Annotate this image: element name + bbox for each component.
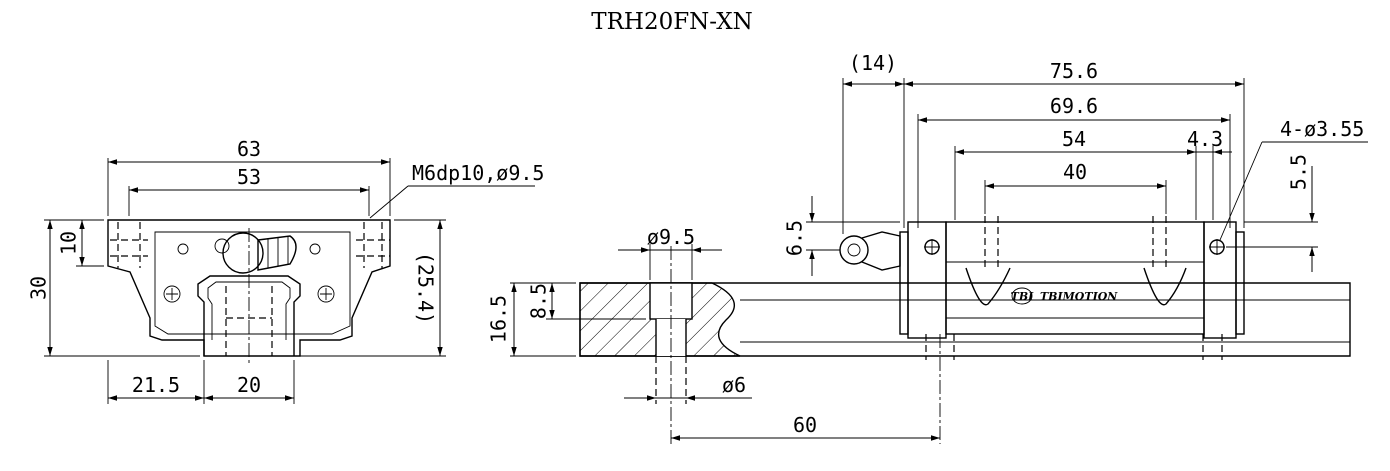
side-view: TBI TBIMOTION (14) 75.6 6	[487, 51, 1368, 444]
dim-hole-spacing-long: 54	[1062, 127, 1086, 151]
dim-nipple-height: 6.5	[783, 220, 807, 256]
brand-logo-icon	[1011, 287, 1033, 305]
dim-width-holes: 53	[237, 165, 261, 189]
dim-hole-spacing-short: 40	[1063, 160, 1087, 184]
drawing-title: TRH20FN-XN	[591, 9, 753, 35]
block-inner-body	[154, 231, 351, 335]
dim-end-holes: 4-ø3.55	[1280, 117, 1364, 141]
brand-mark: TBI	[1011, 290, 1034, 303]
dim-width-total: 63	[237, 137, 261, 161]
dim-height-total: 30	[27, 276, 51, 300]
dim-edge-offset: 21.5	[132, 373, 180, 397]
dim-counterbore-depth: 8.5	[527, 283, 551, 319]
screw-icon	[309, 243, 321, 255]
dim-body-length: 69.6	[1050, 94, 1098, 118]
screw-icon	[163, 285, 181, 303]
grease-nipple-cap-icon	[214, 238, 230, 254]
grease-nipple-base-icon	[222, 232, 264, 274]
dim-nipple-length: (14)	[849, 51, 897, 75]
dim-counterbore-dia: ø9.5	[647, 225, 695, 249]
grease-nipple-side-icon	[839, 235, 869, 265]
recirc-arc-right	[1143, 267, 1187, 306]
end-cap-left	[907, 221, 947, 339]
grease-nipple-body	[257, 235, 297, 271]
dim-rail-top: (25.4)	[414, 252, 438, 324]
dim-rail-height: 16.5	[487, 295, 511, 343]
dim-hole-dia: ø6	[722, 373, 746, 397]
dim-block-length: 75.6	[1050, 59, 1098, 83]
recirc-arc-left	[965, 267, 1011, 306]
front-view: 63 53 M6dp10,ø9.5 30 10 (25.4) 2	[27, 137, 544, 404]
brand-name: TBIMOTION	[1040, 290, 1118, 303]
dim-hole-pitch: 60	[793, 413, 817, 437]
end-seal-right	[1235, 231, 1245, 335]
dim-end-hole-height: 5.5	[1287, 154, 1311, 190]
dim-end-offset: 4.3	[1187, 127, 1223, 151]
side-dimensions: (14) 75.6 69.6 54 4.3 40 4-ø3.55	[487, 51, 1368, 441]
screw-icon	[317, 285, 335, 303]
screw-icon	[177, 243, 189, 255]
thread-callout: M6dp10,ø9.5	[412, 161, 544, 185]
dim-rail-width: 20	[237, 373, 261, 397]
front-dimensions: 63 53 M6dp10,ø9.5 30 10 (25.4) 2	[27, 137, 544, 404]
dim-flange-thickness: 10	[57, 231, 81, 255]
